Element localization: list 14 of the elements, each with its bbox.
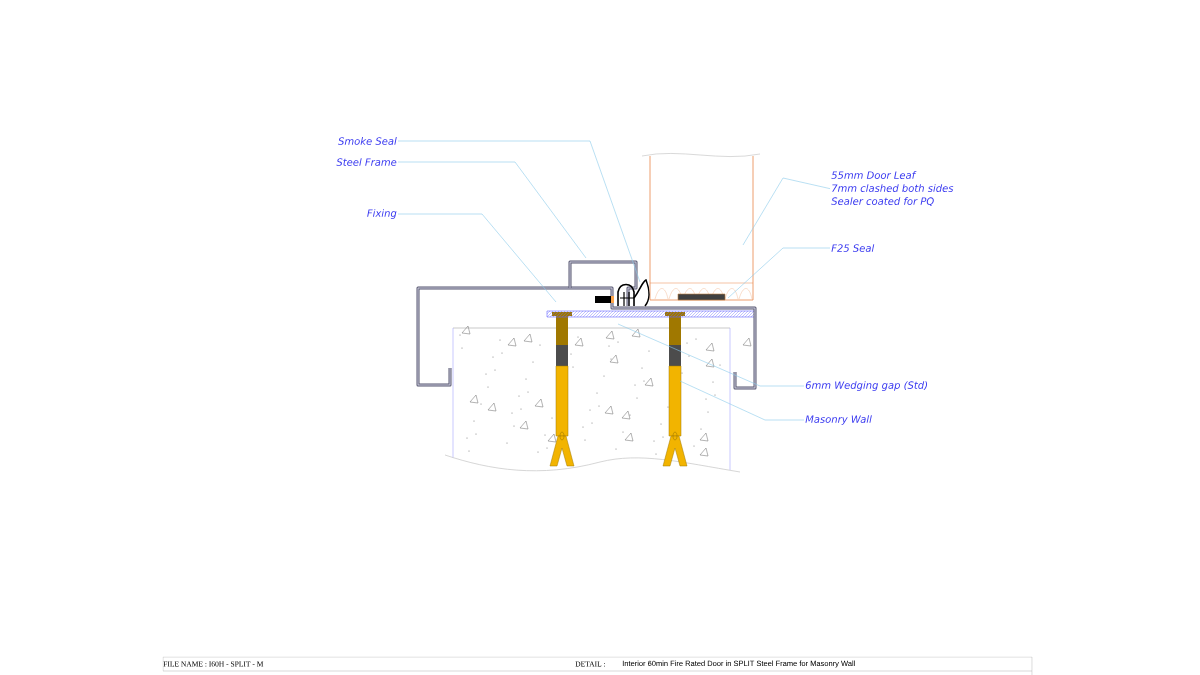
callout-label: F25 Seal [831, 244, 875, 252]
callout-label: Masonry Wall [805, 415, 872, 425]
leader-line [727, 247, 831, 299]
callout-label: Fixing [367, 209, 397, 219]
leader-line [742, 177, 831, 246]
leader-line [617, 323, 805, 387]
callout-label: Smoke Seal [338, 137, 397, 145]
callout-label: Steel Frame [336, 158, 397, 166]
callout-label: 6mm Wedging gap (Std) [805, 381, 927, 391]
leader-line [397, 161, 587, 259]
leader-line [397, 213, 557, 303]
leader-line [679, 380, 805, 421]
callout-label: 55mm Door Leaf 7mm clashed both sides Sealer coated for PQ [831, 171, 954, 207]
leader-line [397, 140, 641, 283]
